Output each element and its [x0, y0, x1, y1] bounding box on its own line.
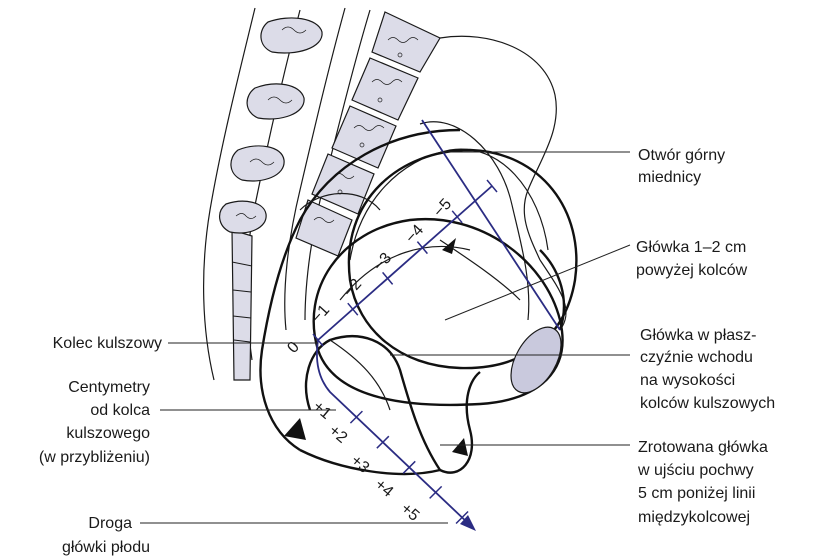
label-path: Droga główki płodu	[62, 515, 150, 556]
label-rotated: Zrotowana główka w ujściu pochwy 5 cm po…	[637, 439, 768, 526]
birth-canal	[261, 130, 564, 474]
label-centimeters-line1: Centymetry	[68, 379, 150, 396]
label-head-above-line1: Główka 1–2 cm	[636, 239, 746, 256]
station-label: 0	[284, 339, 303, 357]
station-label: −1	[308, 302, 333, 327]
label-centimeters: Centymetry od kolca kulszowego (w przybl…	[39, 379, 150, 466]
label-rotated-line2: w ujściu pochwy	[637, 462, 754, 479]
label-inlet-line2: miednicy	[638, 169, 701, 186]
coccyx	[232, 230, 252, 380]
label-head-engaged-line4: kolców kulszowych	[640, 395, 775, 412]
label-spine-line1: Kolec kulszowy	[53, 335, 162, 352]
label-head-engaged-line1: Główka w płasz-	[640, 327, 756, 344]
occiput-marker-right	[452, 438, 468, 456]
station-label: −5	[430, 196, 455, 221]
station-label: +2	[325, 422, 350, 447]
label-head-engaged-line3: na wysokości	[640, 372, 735, 389]
label-centimeters-line3: kulszowego	[66, 425, 150, 442]
label-head-above-line2: powyżej kolców	[636, 262, 748, 279]
label-centimeters-line2: od kolca	[90, 402, 150, 419]
label-head-engaged-line2: czyźnie wchodu	[640, 349, 753, 366]
label-path-line1: Droga	[88, 515, 132, 532]
vertebra-5	[296, 200, 352, 256]
label-head-above: Główka 1–2 cm powyżej kolców	[636, 239, 748, 279]
station-labels: −5 −4 −3 −2 −1 0 +1 +2 +3 +4 +5	[284, 196, 455, 525]
label-rotated-line4: międzykolcowej	[638, 509, 750, 526]
label-inlet-line1: Otwór górny	[638, 147, 725, 164]
station-label: +3	[347, 452, 372, 477]
station-label: −3	[370, 250, 395, 275]
label-inlet: Otwór górny miednicy	[638, 147, 725, 186]
label-spine: Kolec kulszowy	[53, 335, 162, 352]
station-label: −4	[402, 222, 427, 247]
label-rotated-line3: 5 cm poniżej linii	[638, 485, 755, 502]
station-label: −2	[340, 276, 365, 301]
label-centimeters-line4: (w przybliżeniu)	[39, 449, 150, 466]
occiput-marker-left	[284, 418, 306, 440]
label-rotated-line1: Zrotowana główka	[638, 439, 768, 456]
label-path-line2: główki płodu	[62, 539, 150, 556]
station-label: +5	[397, 500, 422, 525]
label-head-engaged: Główka w płasz- czyźnie wchodu na wysoko…	[640, 327, 775, 412]
station-label: +4	[371, 476, 396, 501]
station-scale-line	[318, 186, 492, 340]
